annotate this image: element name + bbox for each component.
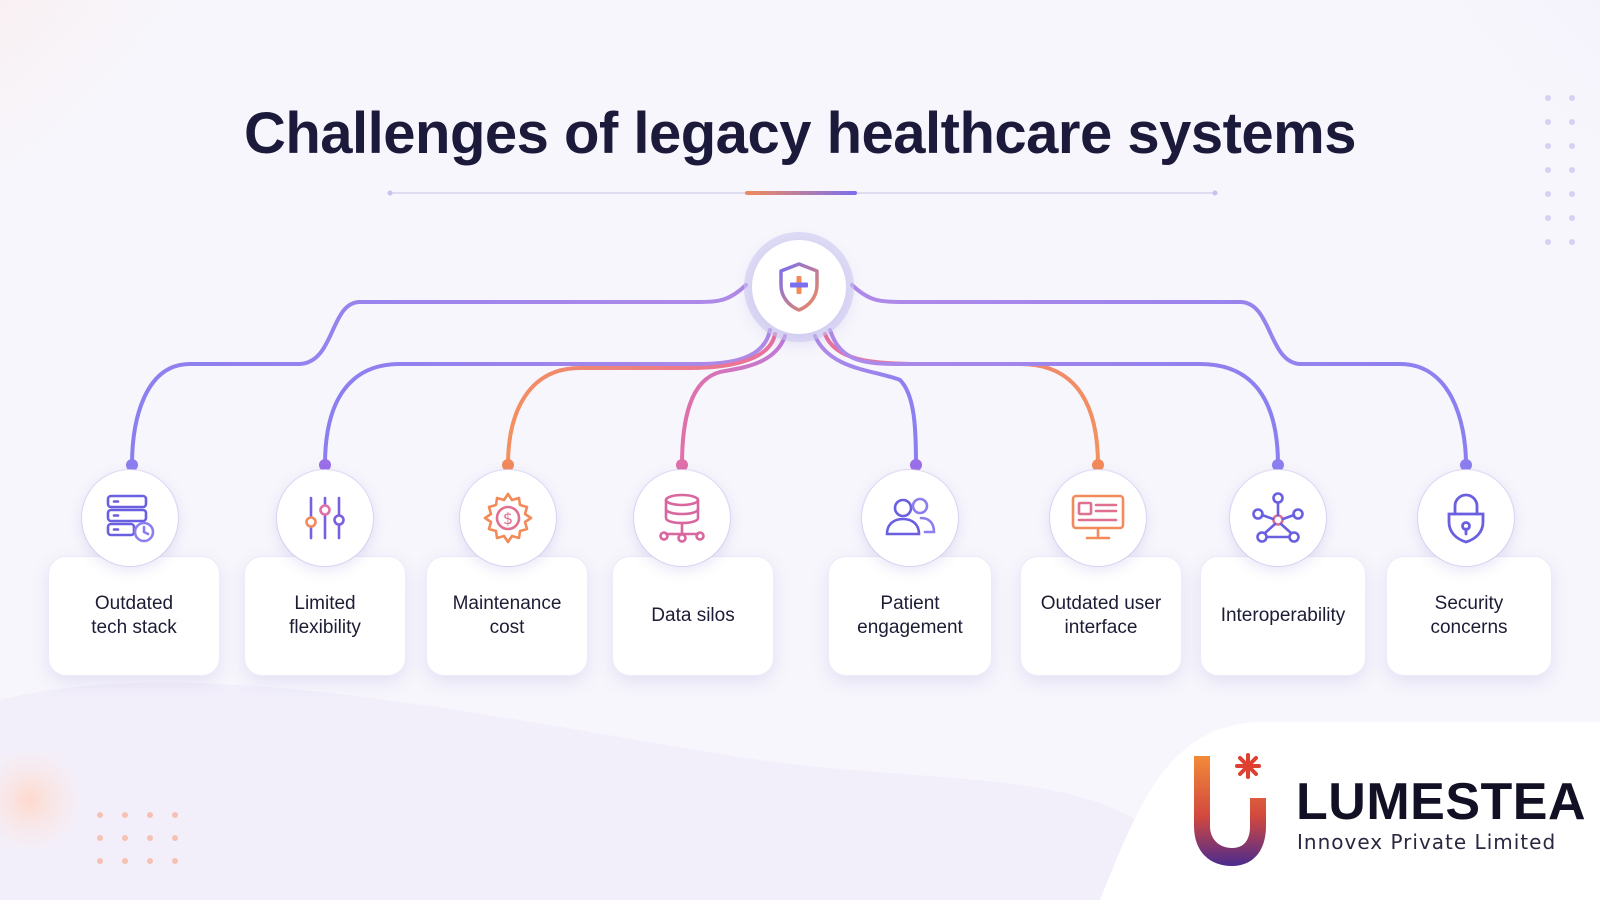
connector-patient-engagement bbox=[813, 334, 918, 467]
maintenance-cost-label: Maintenance cost bbox=[452, 593, 562, 638]
monitor-icon bbox=[1071, 494, 1125, 540]
page-title: Challenges of legacy healthcare systems bbox=[243, 101, 1357, 166]
gear-dollar-icon: $ bbox=[483, 492, 533, 544]
outdated-tech-stack-badge bbox=[82, 470, 178, 566]
connector-endpoint-dot bbox=[502, 459, 514, 471]
connector-endpoint-dot bbox=[1272, 459, 1284, 471]
patient-engagement-badge bbox=[862, 470, 958, 566]
connector-limited-flexibility bbox=[323, 328, 772, 467]
connector-endpoint-dot bbox=[910, 459, 922, 471]
maintenance-cost-card: Maintenance cost bbox=[426, 556, 588, 676]
connector-maintenance-cost bbox=[506, 332, 777, 467]
limited-flexibility-card: Limited flexibility bbox=[244, 556, 406, 676]
connector-outdated-ui bbox=[823, 332, 1100, 467]
limited-flexibility-label: Limited flexibility bbox=[289, 593, 361, 638]
shield-plus-icon bbox=[779, 262, 819, 312]
connector-endpoint-dot bbox=[1092, 459, 1104, 471]
svg-text:$: $ bbox=[503, 509, 513, 528]
database-network-icon bbox=[659, 493, 705, 543]
brand-name: LUMESTEA bbox=[1296, 773, 1586, 831]
connector-security-concerns bbox=[850, 283, 1468, 467]
sliders-icon bbox=[305, 496, 345, 540]
limited-flexibility-badge bbox=[277, 470, 373, 566]
security-concerns-badge bbox=[1418, 470, 1514, 566]
brand-tagline: Innovex Private Limited bbox=[1297, 830, 1557, 854]
maintenance-cost-badge: $ bbox=[460, 470, 556, 566]
security-concerns-card: Security concerns bbox=[1386, 556, 1552, 676]
network-icon bbox=[1252, 492, 1304, 543]
security-concerns-label: Security concerns bbox=[1430, 593, 1508, 638]
lock-icon bbox=[1447, 493, 1485, 544]
connector-endpoint-dot bbox=[676, 459, 688, 471]
outdated-ui-badge bbox=[1050, 470, 1146, 566]
data-silos-badge bbox=[634, 470, 730, 566]
data-silos-label: Data silos bbox=[651, 605, 735, 626]
interoperability-badge bbox=[1230, 470, 1326, 566]
interoperability-label: Interoperability bbox=[1220, 605, 1346, 626]
data-silos-card: Data silos bbox=[612, 556, 774, 676]
interoperability-card: Interoperability bbox=[1200, 556, 1366, 676]
lumestea-logo-icon bbox=[1194, 753, 1266, 866]
connector-interoperability bbox=[828, 328, 1280, 467]
outdated-ui-card: Outdated user interface bbox=[1020, 556, 1182, 676]
connector-endpoint-dot bbox=[1460, 459, 1472, 471]
users-icon bbox=[885, 497, 936, 536]
patient-engagement-card: Patient engagement bbox=[828, 556, 992, 676]
connector-endpoint-dot bbox=[126, 459, 138, 471]
connector-data-silos bbox=[680, 334, 787, 467]
server-clock-icon bbox=[106, 494, 155, 543]
connector-endpoint-dot bbox=[319, 459, 331, 471]
connector-outdated-tech-stack bbox=[130, 283, 748, 467]
patient-engagement-label: Patient engagement bbox=[857, 593, 963, 638]
outdated-tech-stack-card: Outdated tech stack bbox=[48, 556, 220, 676]
outdated-ui-label: Outdated user interface bbox=[1040, 593, 1162, 638]
hub-shield bbox=[752, 240, 846, 334]
outdated-tech-stack-label: Outdated tech stack bbox=[91, 593, 177, 638]
